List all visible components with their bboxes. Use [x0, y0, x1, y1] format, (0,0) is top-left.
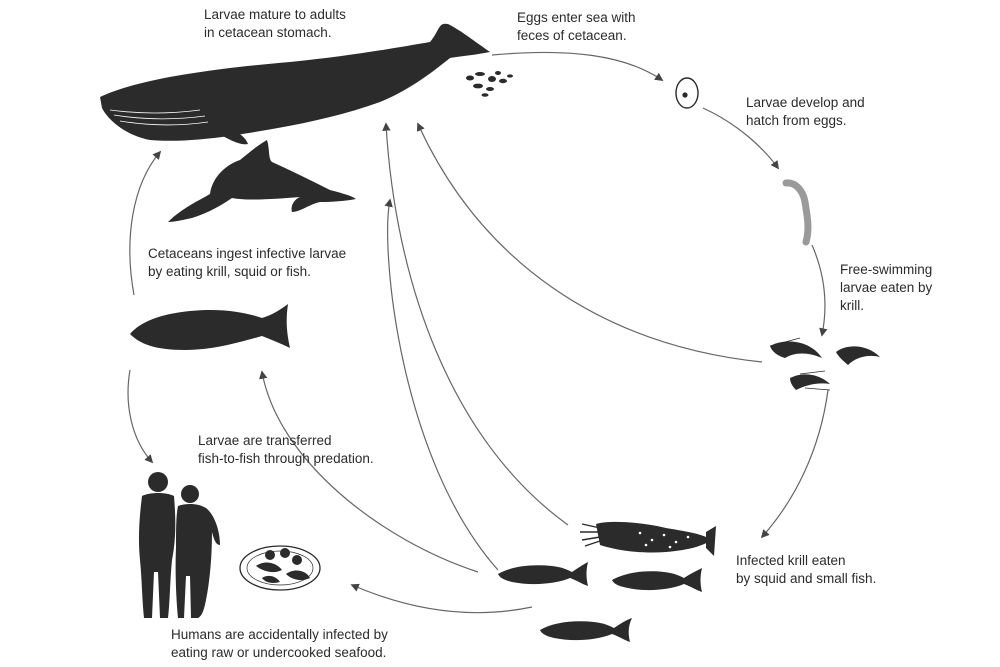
- dolphin-silhouette: [168, 140, 356, 222]
- label-larvae-mature: Larvae mature to adults in cetacean stom…: [204, 6, 346, 42]
- label-line: Cetaceans ingest infective larvae: [148, 246, 347, 261]
- arrow-krill-to-whale: [416, 122, 763, 363]
- label-line: by squid and small fish.: [736, 571, 877, 586]
- krill-group: [769, 337, 880, 391]
- small-fish-2: [612, 568, 702, 592]
- label-line: Larvae mature to adults: [204, 7, 346, 22]
- feces-eggs-cluster: [466, 71, 513, 97]
- label-line: krill.: [840, 298, 864, 313]
- label-line: Eggs enter sea with: [517, 10, 636, 25]
- label-line: feces of cetacean.: [517, 28, 627, 43]
- arrow-fishgroup-to-fish: [259, 370, 479, 573]
- seafood-plate: [239, 545, 321, 591]
- label-line: Humans are accidentally infected by: [171, 627, 388, 642]
- arrow-egg-to-larva: [702, 107, 779, 170]
- label-larvae-hatch: Larvae develop and hatch from eggs.: [746, 94, 865, 130]
- label-line: Free-swimming: [840, 262, 933, 277]
- fish-silhouette: [130, 304, 290, 350]
- arrow-fishgroup-to-humans: [350, 583, 533, 614]
- arrow-fish-to-humans: [127, 369, 154, 464]
- whale-silhouette: [100, 23, 490, 145]
- arrow-larva-to-krill: [811, 244, 828, 337]
- label-infected-krill: Infected krill eaten by squid and small …: [736, 552, 876, 588]
- larva-icon: [782, 179, 812, 246]
- arrow-fish-to-cetaceans: [129, 150, 162, 296]
- label-line: hatch from eggs.: [746, 113, 847, 128]
- small-fish-1: [498, 562, 588, 586]
- label-line: in cetacean stomach.: [204, 25, 332, 40]
- arrow-krill-to-fish: [760, 389, 829, 539]
- label-line: eating raw or undercooked seafood.: [171, 645, 387, 660]
- label-line: larvae eaten by: [840, 280, 933, 295]
- label-line: Infected krill eaten: [736, 553, 846, 568]
- label-fish-transfer: Larvae are transferred fish-to-fish thro…: [198, 432, 374, 468]
- arrow-squid-to-whale: [382, 122, 569, 526]
- label-line: Larvae develop and: [746, 95, 865, 110]
- label-eggs-enter-sea: Eggs enter sea with feces of cetacean.: [517, 9, 636, 45]
- small-fish-3: [540, 618, 632, 642]
- label-line: Larvae are transferred: [198, 433, 332, 448]
- label-line: fish-to-fish through predation.: [198, 451, 374, 466]
- egg-icon: [675, 77, 699, 109]
- arrow-fishgroup-to-whale: [384, 198, 499, 571]
- label-humans-infected: Humans are accidentally infected by eati…: [171, 626, 388, 662]
- whale-throat-grooves: [109, 109, 209, 126]
- label-cetaceans-ingest: Cetaceans ingest infective larvae by eat…: [148, 245, 346, 281]
- label-free-swimming: Free-swimming larvae eaten by krill.: [840, 261, 932, 315]
- arrow-whale-to-eggs: [491, 51, 664, 81]
- humans-silhouette: [138, 472, 220, 618]
- squid-silhouette: [580, 521, 716, 556]
- label-line: by eating krill, squid or fish.: [148, 264, 311, 279]
